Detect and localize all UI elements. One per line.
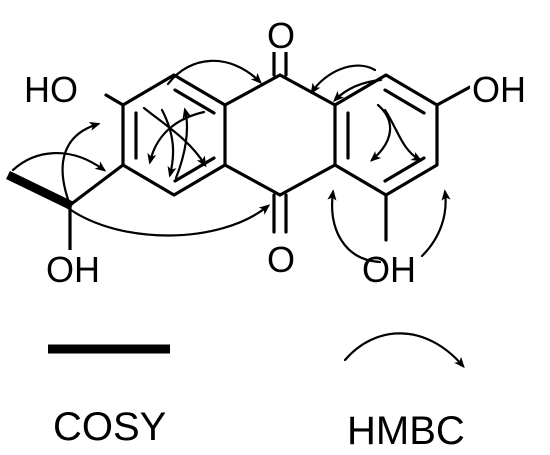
atom-labels: HO O OH OH O OH — [22, 15, 550, 290]
left-ring-double-bond — [173, 88, 216, 115]
hmbc-arrow — [333, 78, 383, 102]
hmbc-arrow — [160, 108, 177, 178]
cosy-correlation-bond — [6, 170, 74, 211]
hmbc-arrow — [327, 189, 382, 264]
hmbc-arrow — [166, 59, 262, 86]
hydroxyl-label-top-right: OH — [472, 69, 526, 110]
left-ring-double-bond — [173, 156, 216, 183]
oh-bond-top-left — [104, 93, 125, 107]
central-ring-bond — [223, 163, 282, 197]
legend: COSY HMBC — [48, 332, 465, 453]
hydroxyl-label-bottom-right: OH — [362, 249, 416, 290]
hmbc-arrow — [310, 64, 377, 95]
central-ring-bond — [278, 163, 337, 197]
cosy-legend-label: COSY — [53, 405, 166, 449]
hmbc-arrow — [147, 110, 206, 165]
hmbc-arrow — [11, 151, 107, 172]
hmbc-arrow — [61, 122, 101, 207]
right-ring-double-bond — [383, 156, 426, 183]
molecule-skeleton — [6, 46, 472, 252]
hmbc-arrow — [420, 189, 451, 258]
hmbc-legend-label: HMBC — [347, 409, 465, 453]
hmbc-legend-arrow — [343, 332, 465, 369]
hmbc-arrow — [142, 106, 207, 168]
oxygen-label-top: O — [267, 15, 295, 56]
right-ring — [333, 73, 439, 197]
hydroxyl-label-top-left: HO — [24, 69, 78, 110]
hydroxyl-label-bottom-left: OH — [46, 249, 100, 290]
hmbc-arrow — [174, 107, 192, 180]
side-chain-bond — [68, 163, 125, 207]
hmbc-arrows — [11, 59, 451, 264]
hmbc-arrow — [369, 103, 392, 162]
hmbc-arrow — [383, 108, 423, 162]
oh-bond-top-right — [435, 85, 472, 107]
hmbc-arrow — [66, 204, 271, 237]
oxygen-label-bottom: O — [267, 239, 295, 280]
central-ring-bond — [278, 73, 337, 107]
right-ring-double-bond — [383, 88, 426, 115]
central-ring-bond — [223, 73, 282, 107]
left-ring — [121, 73, 227, 197]
